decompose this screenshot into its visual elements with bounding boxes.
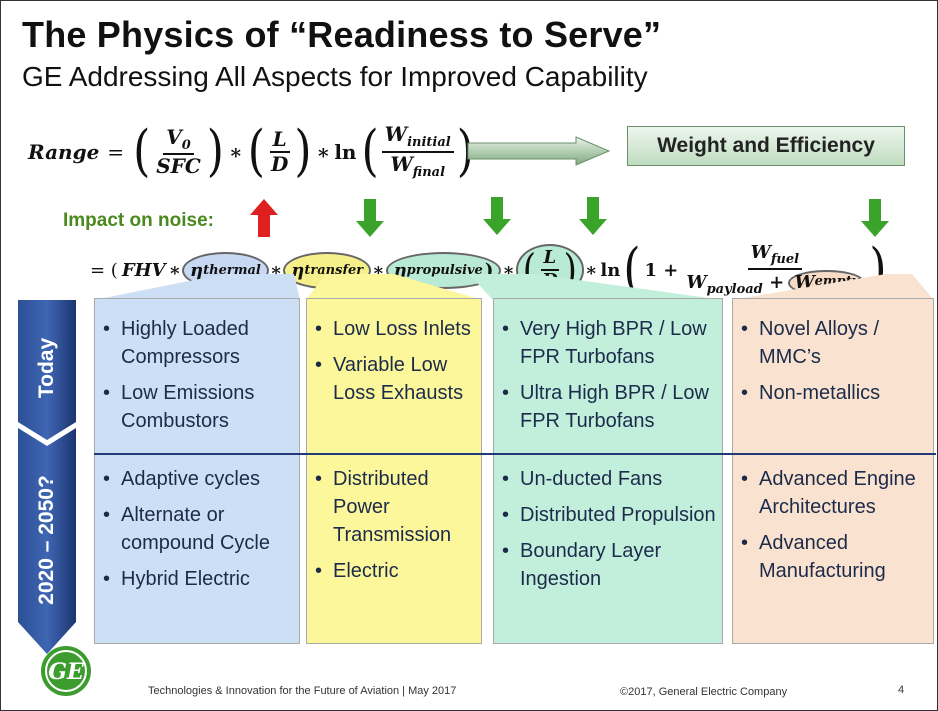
list-item: Un-ducted Fans (502, 465, 718, 493)
paren-open: ( (361, 119, 379, 184)
today-list: Highly Loaded Compressors Low Emissions … (103, 315, 295, 443)
down-arrow-icon (483, 197, 511, 235)
weight-efficiency-box: Weight and Efficiency (627, 126, 905, 166)
eta-symbol: η (291, 259, 305, 281)
column-thermal: Highly Loaded Compressors Low Emissions … (94, 298, 300, 644)
v0-over-sfc: V0 SFC (153, 124, 204, 179)
list-item: Low Loss Inlets (315, 315, 477, 343)
time-band: Today 2020 – 2050? (18, 300, 76, 656)
close-paren: ) (484, 259, 494, 281)
paren-open: ( (247, 119, 265, 184)
l-symbol: L (540, 248, 560, 271)
w-final-sub: final (412, 165, 446, 180)
list-item: Highly Loaded Compressors (103, 315, 295, 371)
paren-close: ) (294, 119, 312, 184)
list-item: Hybrid Electric (103, 565, 295, 593)
range-term: Range (28, 140, 100, 164)
w-initial-sub: initial (407, 135, 451, 151)
range-equation: Range = ( V0 SFC ) ∗ ( L D ) ∗ ln ( Wini… (28, 118, 475, 186)
up-arrow-icon (250, 199, 278, 237)
times-sign: ∗ (316, 140, 331, 164)
column-propulsive: Very High BPR / Low FPR Turbofans Ultra … (493, 298, 723, 644)
w-payload-symbol: W (686, 271, 707, 293)
sfc-symbol: SFC (156, 154, 201, 179)
w-payload-sub: payload (706, 281, 763, 297)
impact-on-noise-label: Impact on noise: (63, 210, 214, 231)
equals-open-paren: = ( (90, 259, 118, 281)
callout-wedges (94, 274, 934, 300)
list-item: Ultra High BPR / Low FPR Turbofans (502, 379, 718, 435)
future-list: Un-ducted Fans Distributed Propulsion Bo… (502, 465, 718, 601)
footer-left-text: Technologies & Innovation for the Future… (148, 685, 457, 697)
footer-copyright: ©2017, General Electric Company (620, 686, 788, 698)
list-item: Advanced Engine Architectures (741, 465, 929, 521)
fhv-symbol: FHV (121, 259, 166, 281)
today-list: Very High BPR / Low FPR Turbofans Ultra … (502, 315, 718, 443)
logo-text: GE (48, 659, 85, 685)
ln-symbol: ln (334, 140, 357, 164)
future-list: Advanced Engine Architectures Advanced M… (741, 465, 929, 593)
plus-sign: + (769, 271, 785, 293)
times-sign: ∗ (584, 259, 598, 281)
list-item: Advanced Manufacturing (741, 529, 929, 585)
list-item: Alternate or compound Cycle (103, 501, 295, 557)
paren-open: ( (133, 119, 151, 184)
list-item: Distributed Power Transmission (315, 465, 477, 549)
v0-sub: 0 (181, 137, 191, 153)
paren-open: ( (623, 237, 641, 302)
w-fuel-symbol: W (750, 241, 771, 263)
w-initial-symbol: W (384, 122, 408, 147)
d-symbol: D (270, 152, 289, 176)
list-item: Boundary Layer Ingestion (502, 537, 718, 593)
list-item: Adaptive cycles (103, 465, 295, 493)
today-label: Today (35, 337, 58, 399)
future-list: Adaptive cycles Alternate or compound Cy… (103, 465, 295, 601)
right-arrow-icon (467, 136, 611, 166)
slide-title: The Physics of “Readiness to Serve” (22, 14, 662, 55)
time-band-arrows (18, 300, 76, 654)
list-item: Electric (315, 557, 477, 585)
w-final-symbol: W (390, 152, 413, 176)
future-label: 2020 – 2050? (35, 475, 58, 605)
today-list: Low Loss Inlets Variable Low Loss Exhaus… (315, 315, 477, 415)
times-sign: ∗ (168, 259, 182, 281)
list-item: Variable Low Loss Exhausts (315, 351, 477, 407)
slide-subtitle: GE Addressing All Aspects for Improved C… (22, 61, 648, 92)
weight-ratio: Winitial Wfinal (381, 122, 454, 181)
l-symbol: L (269, 128, 290, 153)
future-list: Distributed Power Transmission Electric (315, 465, 477, 593)
timeline-divider (94, 453, 936, 455)
v0-symbol: V (166, 124, 182, 149)
eta-symbol: η (190, 259, 204, 281)
paren-close: ) (206, 119, 224, 184)
paren-close: ) (456, 119, 474, 184)
transfer-sub: transfer (304, 262, 364, 278)
column-weight: Novel Alloys / MMC’s Non-metallics Advan… (732, 298, 934, 644)
one-plus: 1 + (644, 259, 679, 281)
list-item: Very High BPR / Low FPR Turbofans (502, 315, 718, 371)
w-fuel-sub: fuel (770, 251, 800, 267)
list-item: Novel Alloys / MMC’s (741, 315, 929, 371)
ge-logo: GE (41, 646, 91, 696)
list-item: Distributed Propulsion (502, 501, 718, 529)
times-sign: ∗ (228, 140, 243, 164)
column-transfer: Low Loss Inlets Variable Low Loss Exhaus… (306, 298, 482, 644)
equals-sign: = (107, 140, 125, 164)
thermal-sub: thermal (203, 262, 261, 278)
ln-symbol: ln (600, 259, 621, 281)
list-item: Non-metallics (741, 379, 929, 407)
down-arrow-icon (579, 197, 607, 235)
down-arrow-icon (861, 199, 889, 237)
today-list: Novel Alloys / MMC’s Non-metallics (741, 315, 929, 415)
list-item: Low Emissions Combustors (103, 379, 295, 435)
down-arrow-icon (356, 199, 384, 237)
propulsive-sub: propulsive (406, 262, 483, 278)
l-over-d: L D (268, 128, 291, 176)
page-number: 4 (898, 684, 905, 696)
